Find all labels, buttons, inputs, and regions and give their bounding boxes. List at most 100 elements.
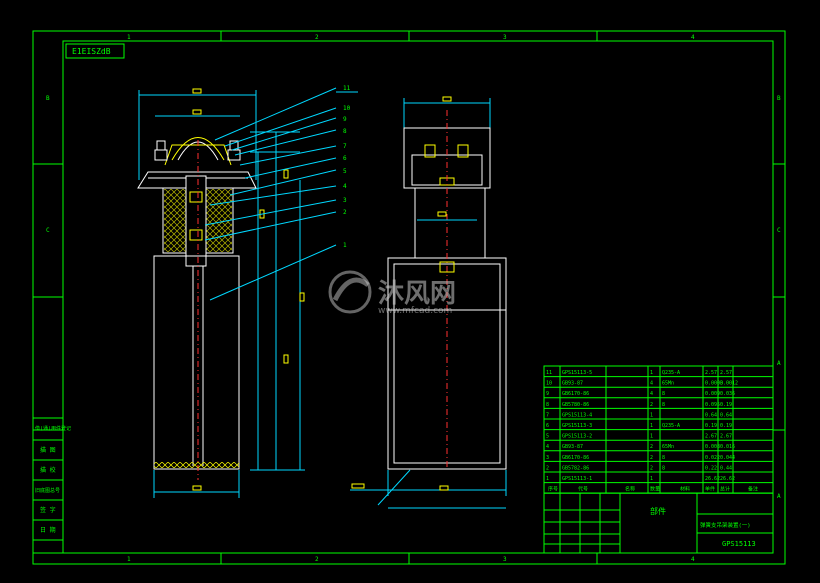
bom-cell-code: GPS15113-4: [562, 412, 592, 418]
watermark: 沐风网 www.mfcad.com: [328, 270, 456, 316]
bom-cell-w1: 26.62: [705, 476, 720, 482]
bom-cell-w2: 0.19: [720, 423, 732, 429]
border-bottom-3: 3: [503, 556, 507, 563]
bom-cell-w2: 2.57: [720, 370, 732, 376]
bom-cell-w1: 0.64: [705, 412, 717, 418]
bom-cell-no: 5: [546, 434, 549, 440]
front-view: [137, 87, 358, 498]
bom-cell-qty: 1: [650, 434, 653, 440]
drawing-code: GPS15113: [722, 540, 756, 548]
bom-cell-no: 8: [546, 402, 549, 408]
bom-header-cell: 数量: [650, 486, 660, 493]
callout-8: 8: [343, 128, 347, 135]
callout-3: 3: [343, 197, 347, 204]
bom-header-cell: 总计: [720, 486, 730, 493]
border-bottom-1: 1: [127, 556, 131, 563]
callout-6: 6: [343, 155, 347, 162]
bom-cell-code: GPS15113-1: [562, 476, 592, 482]
bom-cell-w2: 26.62: [720, 476, 735, 482]
bom-cell-qty: 2: [650, 444, 653, 450]
bom-cell-code: GPS15113-5: [562, 370, 592, 376]
bom-cell-mat: 8: [662, 402, 665, 408]
bom-cell-mat: Q235-A: [662, 370, 680, 376]
bom-cell-qty: 4: [650, 391, 653, 397]
bom-header-cell: 名称: [625, 486, 635, 493]
border-right-a: A: [777, 360, 781, 367]
bom-header-cell: 备注: [748, 486, 758, 493]
border-top-3: 3: [503, 34, 507, 41]
callout-7: 7: [343, 143, 347, 150]
bom-cell-w1: 0.0003: [705, 381, 723, 387]
watermark-cn: 沐风网: [378, 279, 456, 309]
side-label-1: 描 图: [40, 446, 56, 454]
bom-cell-qty: 2: [650, 402, 653, 408]
border-bottom-2: 2: [315, 556, 319, 563]
bom-cell-mat: Q235-A: [662, 423, 680, 429]
bom-cell-no: 3: [546, 455, 549, 461]
title-block: 部件 弹簧支吊架装置(一) GPS15113: [544, 492, 773, 553]
bom-cell-no: 2: [546, 465, 549, 471]
bom-cell-w2: 0.44: [720, 465, 732, 471]
bom-cell-mat: 8: [662, 465, 665, 471]
bom-cell-mat: 65Mn: [662, 381, 674, 387]
bom-cell-mat: 8: [662, 455, 665, 461]
callout-5: 5: [343, 168, 347, 175]
border-right-b: B: [777, 95, 781, 102]
bom-header-cell: 材料: [680, 486, 690, 493]
bom-cell-w1: 0.22: [705, 465, 717, 471]
stamp-text: E1EISZdB: [72, 47, 111, 56]
side-label-0: 借(通)用件登记: [35, 425, 71, 432]
bom-cell-no: 11: [546, 370, 552, 376]
side-label-5: 日 期: [40, 526, 56, 534]
bom-cell-no: 10: [546, 381, 552, 387]
bom-cell-w2: 0.044: [720, 455, 735, 461]
border-top-1: 1: [127, 34, 131, 41]
bom-cell-no: 4: [546, 444, 549, 450]
bom-cell-code: GB6170-86: [562, 455, 589, 461]
callout-1: 1: [343, 242, 347, 249]
bom-header-cell: 序号: [548, 486, 558, 493]
bom-cell-w1: 0.095: [705, 402, 720, 408]
bom-cell-no: 6: [546, 423, 549, 429]
bom-cell-qty: 1: [650, 370, 653, 376]
bom-cell-mat: 8: [662, 391, 665, 397]
watermark-url: www.mfcad.com: [378, 306, 452, 316]
bom-header-cell: 单件: [705, 486, 715, 493]
side-labels: 借(通)用件登记 描 图 描 校 旧底图总号 签 字 日 期: [32, 417, 71, 554]
bom-cell-no: 7: [546, 412, 549, 418]
border-left-b: B: [46, 95, 50, 102]
bom-cell-w1: 2.67: [705, 434, 717, 440]
side-label-4: 签 字: [40, 506, 56, 514]
assembly-name: 弹簧支吊架装置(一): [700, 521, 751, 529]
bom-cell-code: GB5782-86: [562, 465, 589, 471]
bom-cell-mat: 65Mn: [662, 444, 674, 450]
callout-11: 11: [343, 85, 351, 92]
bom-cell-no: 9: [546, 391, 549, 397]
bom-cell-w1: 0.022: [705, 455, 720, 461]
border-bottom-4: 4: [691, 556, 695, 563]
bom-table: [543, 365, 774, 554]
bom-cell-no: 1: [546, 476, 549, 482]
bom-cell-w2: 0.0012: [720, 381, 738, 387]
side-label-2: 描 校: [40, 466, 56, 474]
bom-cell-qty: 1: [650, 412, 653, 418]
bom-cell-w1: 0.009: [705, 391, 720, 397]
border-top-2: 2: [315, 34, 319, 41]
border-top-4: 4: [691, 34, 695, 41]
bom-cell-w2: 0.036: [720, 391, 735, 397]
border-right-c: C: [777, 227, 781, 234]
bom-cell-w1: 0.008: [705, 444, 720, 450]
bom-cell-code: GB93-87: [562, 444, 583, 450]
border-right-a2: A: [777, 493, 781, 500]
callout-2: 2: [343, 209, 347, 216]
callout-4: 4: [343, 183, 347, 190]
bom-cell-w2: 0.19: [720, 402, 732, 408]
side-view: [350, 96, 507, 509]
